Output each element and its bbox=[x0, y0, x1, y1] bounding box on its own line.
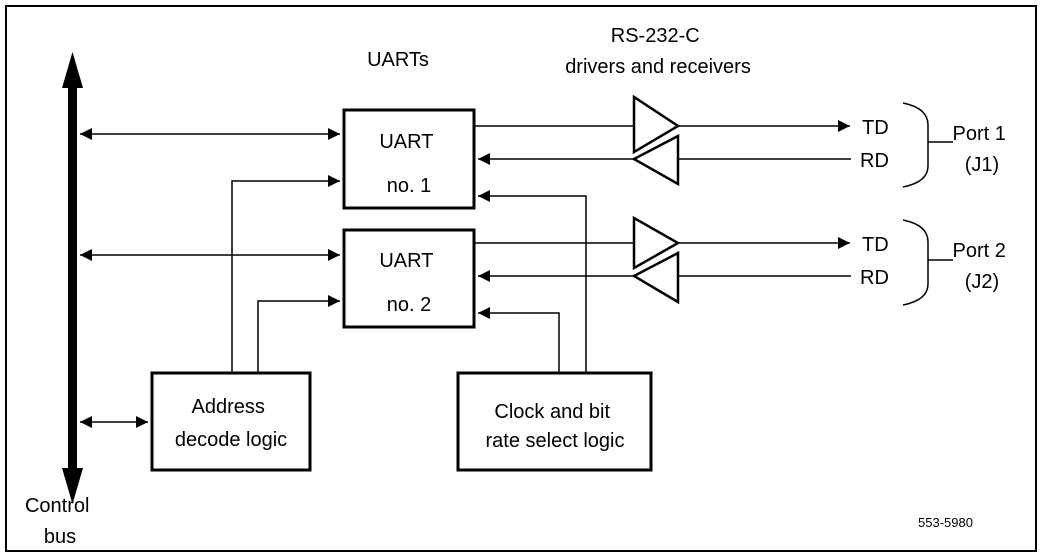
uart-2-label: UART no. 2 bbox=[379, 250, 438, 316]
port2-bracket bbox=[902, 219, 953, 306]
figure-frame bbox=[5, 5, 1037, 552]
clock-to-uart1 bbox=[478, 190, 587, 373]
rd-label-port1: RD bbox=[860, 150, 889, 172]
uart-2-block bbox=[342, 228, 476, 329]
address-select-uart2 bbox=[257, 295, 340, 373]
port1-bracket bbox=[902, 102, 953, 188]
td-label-port2: TD bbox=[862, 234, 889, 256]
uart-1-label: UART no. 1 bbox=[379, 131, 438, 197]
td-driver-1 bbox=[632, 94, 681, 155]
uart-1-block bbox=[342, 108, 476, 210]
clock-to-uart2 bbox=[478, 307, 560, 373]
uarts-heading: UARTs bbox=[367, 49, 429, 71]
clock-select-block bbox=[456, 371, 653, 472]
clock-select-label: Clock and bit rate select logic bbox=[486, 401, 625, 452]
td-driver-2 bbox=[632, 215, 681, 271]
address-select-uart1 bbox=[231, 175, 340, 373]
port1-label: Port 1 (J1) bbox=[953, 123, 1012, 176]
address-decode-label: Address decode logic bbox=[175, 396, 287, 451]
port2-label: Port 2 (J2) bbox=[953, 240, 1012, 293]
td-label-port1: TD bbox=[862, 117, 889, 139]
rd-receiver-2 bbox=[631, 250, 680, 305]
rd-label-port2: RD bbox=[860, 267, 889, 289]
control-bus bbox=[62, 52, 83, 504]
rd-receiver-1 bbox=[631, 133, 680, 187]
rs232-heading: RS-232-C drivers and receivers bbox=[565, 25, 751, 78]
control-bus-label: Control bus bbox=[25, 495, 95, 548]
figure-id: 553-5980 bbox=[918, 515, 973, 530]
address-decode-block bbox=[150, 371, 312, 472]
